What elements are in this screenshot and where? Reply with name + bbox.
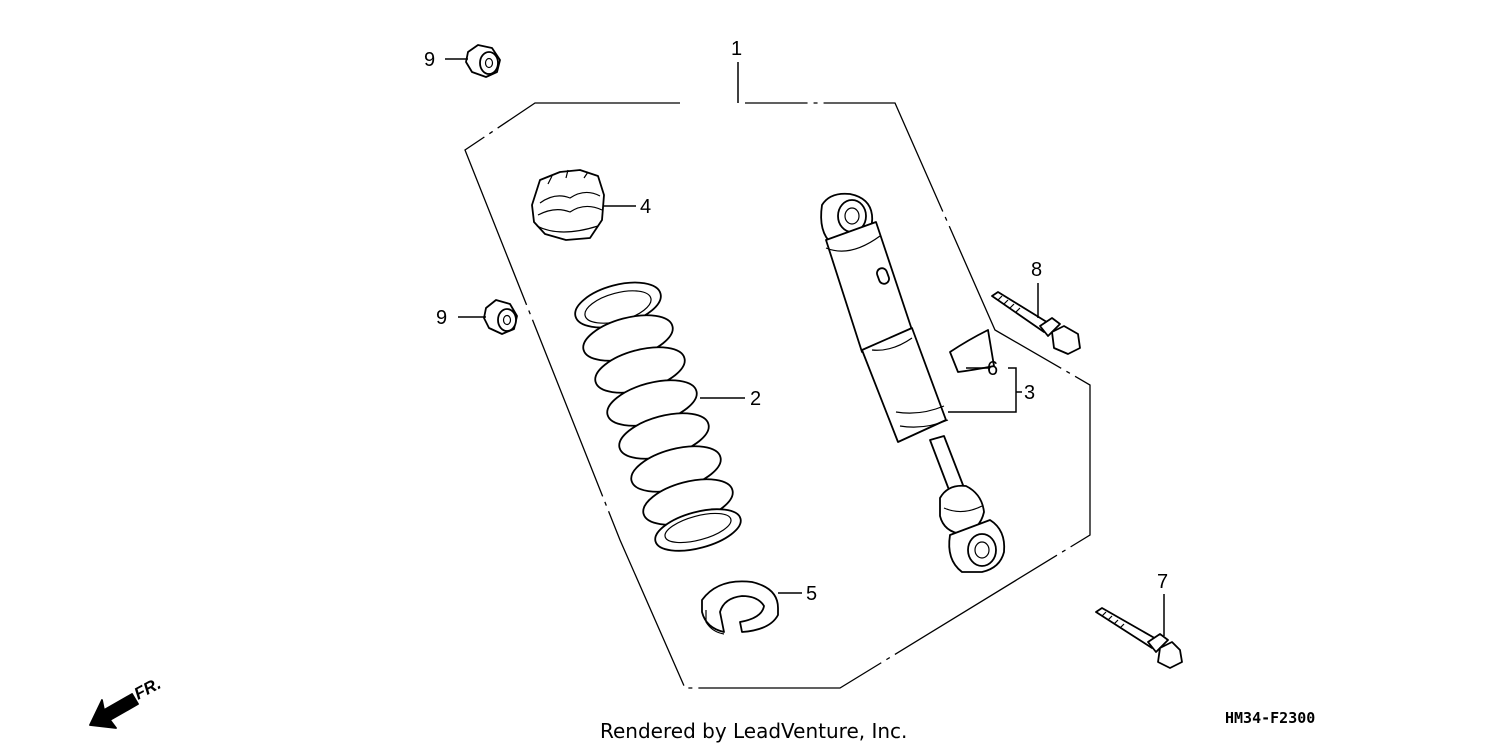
callout-4[interactable]: 4 xyxy=(640,196,651,218)
render-credit: Rendered by LeadVenture, Inc. xyxy=(600,719,907,743)
callout-9-middle[interactable]: 9 xyxy=(436,307,447,329)
callout-2[interactable]: 2 xyxy=(750,388,761,410)
assembly-boundary xyxy=(464,102,1091,689)
part-9-nut-top[interactable] xyxy=(465,44,501,78)
front-direction-arrow: FR. xyxy=(89,674,164,729)
leader-3-bracket xyxy=(948,367,1017,413)
diagram-code: HM34-F2300 xyxy=(1225,709,1315,727)
callout-5[interactable]: 5 xyxy=(806,583,817,605)
callout-8[interactable]: 8 xyxy=(1031,259,1042,281)
part-9-nut-middle[interactable] xyxy=(483,299,518,335)
part-5-spring-stopper[interactable] xyxy=(701,580,779,635)
part-7-lower-bolt[interactable] xyxy=(1095,607,1183,669)
callout-9-top[interactable]: 9 xyxy=(424,49,435,71)
callout-6[interactable]: 6 xyxy=(987,358,998,380)
part-3-shock-damper[interactable] xyxy=(820,192,1006,573)
part-6-label[interactable] xyxy=(949,329,995,373)
part-2-coil-spring[interactable] xyxy=(570,274,745,558)
part-8-upper-bolt[interactable] xyxy=(991,291,1081,355)
callout-3[interactable]: 3 xyxy=(1024,382,1035,404)
callout-1[interactable]: 1 xyxy=(731,38,742,60)
part-4-spring-seat[interactable] xyxy=(531,169,605,241)
callout-7[interactable]: 7 xyxy=(1157,571,1168,593)
